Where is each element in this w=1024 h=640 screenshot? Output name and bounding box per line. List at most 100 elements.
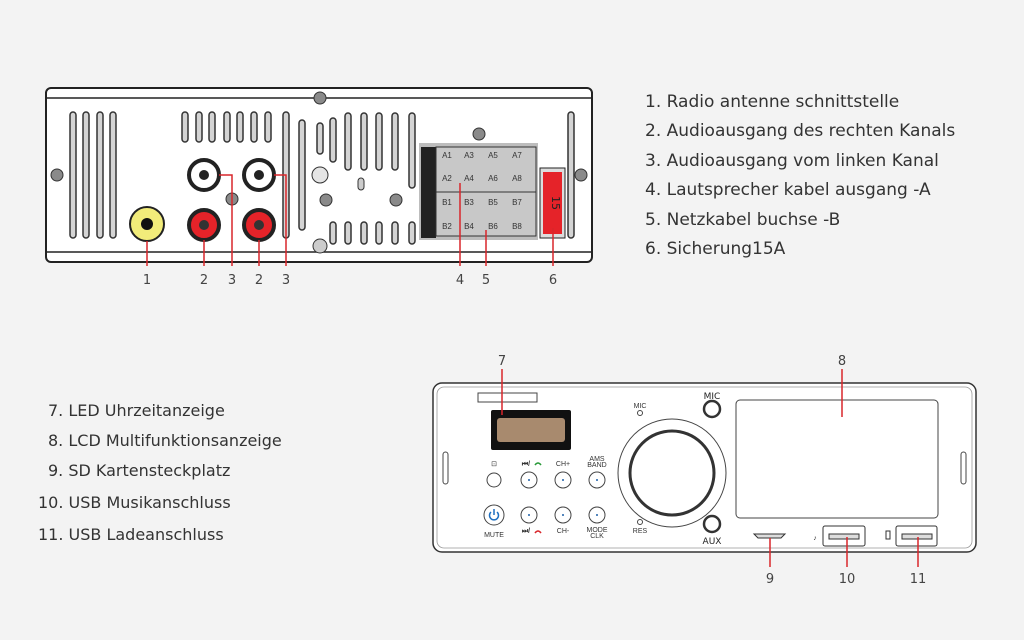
callout-number: 2: [200, 273, 208, 288]
ch-minus-label: CH-: [557, 528, 570, 535]
pin-label: A3: [464, 151, 474, 160]
ir-sensor: [486, 472, 502, 488]
usb-charge-port: [895, 525, 938, 547]
vent-slot: [316, 122, 324, 155]
band-label: BAND: [587, 462, 606, 469]
vent-slot: [375, 112, 383, 171]
pin-label: B3: [464, 198, 474, 207]
pin-label: B1: [442, 198, 452, 207]
front-legend: 7. LED Uhrzeitanzeige 8. LCD Multifunkti…: [38, 401, 282, 544]
ch-plus-label: CH+: [556, 461, 570, 468]
callout-number: 3: [282, 273, 290, 288]
mic-led: [637, 410, 643, 416]
callout-number: 7: [498, 354, 506, 369]
vent-slot: [181, 111, 189, 143]
pin-label: B8: [512, 222, 522, 231]
legend-item: 5. Netzkabel buchse -B: [645, 210, 840, 230]
pin-label: A2: [442, 174, 452, 183]
vent-slot: [69, 111, 77, 239]
rear-callout-lines: [146, 174, 554, 266]
vent-slot: [375, 221, 383, 245]
vent-slot: [408, 221, 416, 245]
power-icon: [488, 509, 500, 521]
legend-item: 2. Audioausgang des rechten Kanals: [645, 121, 955, 141]
vent-slot: [96, 111, 104, 239]
vent-slot: [391, 221, 399, 245]
vent-slot: [236, 111, 244, 143]
legend-item: 8. LCD Multifunktionsanzeige: [48, 431, 282, 450]
vent-slot: [360, 112, 368, 171]
front-callout-lines: [501, 369, 919, 567]
callout-number: 11: [910, 572, 927, 587]
vent-slot: [264, 111, 272, 143]
lcd-display: [735, 399, 939, 519]
next-label: ⏭/: [522, 528, 530, 535]
legend-item: 7. LED Uhrzeitanzeige: [48, 401, 225, 420]
vent-slot: [298, 119, 306, 231]
vent-slots: [69, 111, 575, 245]
callout-number: 2: [255, 273, 263, 288]
rear-legend: 1. Radio antenne schnittstelle 2. Audioa…: [645, 92, 955, 259]
callout-number: 10: [839, 572, 856, 587]
vent-slot: [391, 112, 399, 171]
music-note-icon: ♪: [813, 535, 817, 542]
row-b-label: B: [426, 222, 434, 235]
pin-label: A4: [464, 174, 474, 183]
vent-slot: [82, 111, 90, 239]
vent-slot: [250, 111, 258, 143]
mute-label: MUTE: [484, 532, 504, 539]
callout-number: 8: [838, 354, 846, 369]
usb-music-port: [822, 525, 866, 547]
sd-card-slot: [752, 533, 787, 539]
phone-answer-icon: [534, 462, 542, 466]
pin-label: B2: [442, 222, 452, 231]
vent-slot: [360, 221, 368, 245]
vent-slot: [408, 112, 416, 189]
fuse-label: 15: [549, 196, 562, 210]
legend-item: 4. Lautsprecher kabel ausgang -A: [645, 180, 931, 200]
callout-number: 3: [228, 273, 236, 288]
led-clock-display: [491, 410, 571, 450]
legend-item: 3. Audioausgang vom linken Kanal: [645, 151, 939, 171]
rca-white-right: [242, 158, 276, 192]
vent-slot: [208, 111, 216, 143]
pin-label: A7: [512, 151, 522, 160]
fuse: [543, 172, 562, 234]
rca-red-left: [187, 208, 221, 242]
legend-item: 1. Radio antenne schnittstelle: [645, 92, 899, 112]
battery-icon: [885, 530, 891, 540]
antenna-jack: [129, 206, 165, 242]
vent-slot: [223, 111, 231, 143]
callout-number: 6: [549, 273, 557, 288]
pin-label: B6: [488, 222, 498, 231]
ir-icon: ⊡: [491, 461, 497, 468]
vent-slot: [109, 111, 117, 239]
ams-label: AMS: [589, 456, 605, 463]
pin-label: B4: [464, 222, 474, 231]
callout-number: 5: [482, 273, 490, 288]
callout-number: 1: [143, 273, 151, 288]
prev-label: ⏮/: [522, 461, 530, 468]
reset-label: RES: [633, 528, 648, 535]
legend-item: 6. Sicherung15A: [645, 239, 786, 259]
volume-knob[interactable]: [617, 418, 727, 528]
pin-label: A1: [442, 151, 452, 160]
front-panel: MIC RES MIC AUX ⊡ ⏮/ CH+ AMS BA: [432, 354, 977, 587]
vent-slot: [195, 111, 203, 143]
pin-label: A6: [488, 174, 498, 183]
mic-led-label: MIC: [634, 403, 647, 410]
mic-jack: [702, 399, 722, 419]
mic-jack-label: MIC: [704, 392, 721, 402]
vent-slot: [567, 111, 575, 239]
vent-slot: [344, 221, 352, 245]
vent-slot: [329, 117, 337, 163]
rca-red-right: [242, 208, 276, 242]
rca-white-left: [187, 158, 221, 192]
legend-item: 10. USB Musikanschluss: [38, 493, 231, 512]
reset-hole[interactable]: [637, 519, 643, 525]
callout-number: 9: [766, 572, 774, 587]
clk-label: CLK: [590, 533, 604, 540]
pin-label: A5: [488, 151, 498, 160]
phone-hangup-icon: [534, 530, 542, 534]
